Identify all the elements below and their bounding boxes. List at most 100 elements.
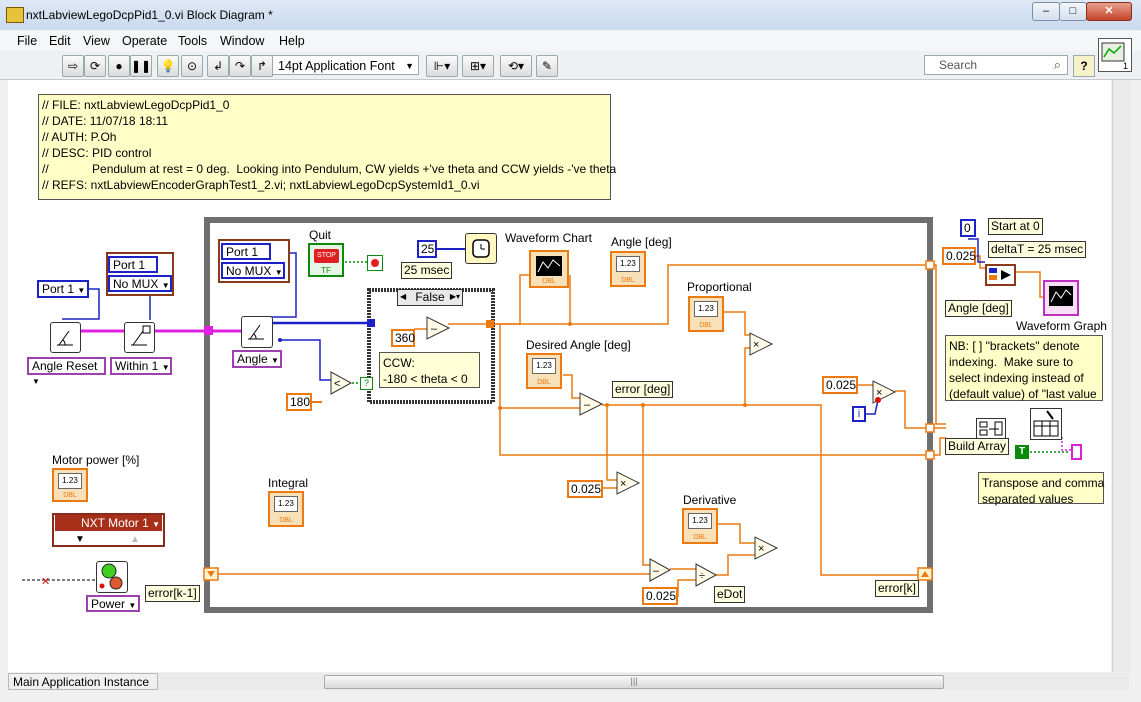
angle-reset-ring[interactable]: Angle Reset ▼ (27, 357, 106, 386)
proportional-control[interactable]: 1.23 DBL (688, 296, 724, 332)
mux-ring-within[interactable]: No MUX ▼ (108, 275, 172, 292)
integral-control[interactable]: 1.23 DBL (268, 491, 304, 527)
loop-condition-icon[interactable] (367, 255, 383, 271)
angle-deg-label: Angle [deg] (611, 235, 672, 249)
chevron-down-icon: ▼ (161, 281, 170, 290)
string-indicator-icon[interactable] (1071, 444, 1082, 460)
search-icon[interactable]: ⌕ (1053, 57, 1061, 72)
font-selector[interactable]: 14pt Application Font ▼ (272, 55, 419, 75)
vi-icon[interactable]: 1 (1098, 38, 1132, 72)
numeric-display: 1.23 (694, 301, 718, 317)
chevron-down-icon: ▼ (405, 61, 414, 71)
clean-up-diagram-icon[interactable]: ✎ (536, 55, 558, 77)
svg-text:×: × (876, 387, 882, 399)
svg-text:×: × (753, 339, 759, 351)
search-placeholder: Search (939, 58, 978, 72)
menu-operate[interactable]: Operate (122, 34, 168, 48)
derivative-control[interactable]: 1.23 DBL (682, 508, 718, 544)
align-objects-icon[interactable]: ⊩▾ (426, 55, 458, 77)
context-help-button[interactable]: ? (1073, 55, 1095, 77)
quit-button-terminal[interactable]: STOP TF (308, 243, 344, 277)
numeric-display: 1.23 (58, 473, 82, 489)
wait-timer-icon[interactable] (465, 233, 497, 264)
motor-ring-label: NXT Motor 1 (81, 516, 149, 530)
vertical-scrollbar[interactable] (1112, 80, 1130, 672)
retain-wire-values-icon[interactable]: ⊙ (181, 55, 203, 77)
dbl-tag: DBL (693, 534, 707, 541)
const-derivative-dt[interactable]: 0.025 (642, 587, 678, 605)
multiply-derivative-node (754, 536, 779, 560)
highlight-execution-icon[interactable]: 💡 (157, 55, 179, 77)
menu-bar: File Edit View Operate Tools Window Help (0, 31, 1141, 51)
iteration-terminal: i (852, 406, 866, 422)
build-array-node-icon[interactable] (976, 418, 1006, 440)
increment-arrow-icon[interactable]: ▲ (130, 534, 140, 545)
bundle-node-icon[interactable] (985, 264, 1016, 286)
menu-edit[interactable]: Edit (49, 34, 71, 48)
less-than-node (330, 371, 353, 395)
motor-power-node-icon[interactable] (96, 561, 128, 593)
const-integral-dt[interactable]: 0.025 (567, 480, 603, 498)
write-spreadsheet-icon[interactable] (1030, 408, 1062, 440)
run-arrow-icon[interactable]: ⇨ (62, 55, 84, 77)
menu-view[interactable]: View (83, 34, 110, 48)
menu-window[interactable]: Window (220, 34, 265, 48)
step-out-icon[interactable]: ↱ (251, 55, 273, 77)
waveform-chart-terminal[interactable]: DBL (529, 250, 569, 288)
desired-angle-control[interactable]: 1.23 DBL (526, 353, 562, 389)
angle-reset-sensor-icon[interactable] (50, 322, 81, 353)
power-ring[interactable]: Power ▼ (86, 595, 140, 612)
const-start[interactable]: 0 (960, 219, 976, 237)
within-sensor-icon[interactable] (124, 322, 155, 353)
const-time-dt[interactable]: 0.025 (822, 376, 858, 394)
mux-ring-angle[interactable]: No MUX ▼ (221, 262, 285, 279)
waveform-graph-label: Waveform Graph (1016, 319, 1107, 333)
chevron-down-icon: ▼ (32, 377, 40, 386)
within-ring[interactable]: Within 1 ▼ (110, 357, 172, 375)
dbl-tag: DBL (279, 517, 293, 524)
port-ring-reset[interactable]: Port 1 ▼ (37, 280, 89, 298)
multiply-integral-node (616, 471, 641, 495)
const-delta-t[interactable]: 0.025 (942, 247, 976, 265)
wait-constant[interactable]: 25 (417, 240, 437, 258)
chevron-right-icon[interactable]: ▶▾ (449, 292, 460, 301)
numeric-display: 1.23 (616, 256, 640, 272)
chevron-left-icon[interactable]: ◀ (400, 292, 407, 301)
chevron-down-icon: ▼ (161, 363, 170, 372)
menu-help[interactable]: Help (279, 34, 305, 48)
power-label: Power (91, 597, 126, 611)
pause-icon[interactable]: ❚❚ (130, 55, 152, 77)
step-into-icon[interactable]: ↲ (207, 55, 229, 77)
abort-icon[interactable]: ● (108, 55, 130, 77)
case-selector[interactable]: ◀ False ▶▾ (397, 289, 463, 306)
motor-ring[interactable]: NXT Motor 1 ▼ (55, 515, 162, 531)
angle-indicator[interactable]: 1.23 DBL (610, 251, 646, 287)
start-at-label: Start at 0 (988, 218, 1043, 235)
const-360[interactable]: 360 (391, 329, 415, 347)
proportional-label: Proportional (687, 280, 752, 294)
port-ring-angle[interactable]: Port 1 ▼ (221, 243, 271, 272)
menu-file[interactable]: File (17, 34, 38, 48)
labview-icon (6, 7, 24, 23)
reorder-icon[interactable]: ⟲▾ (500, 55, 532, 77)
decrement-arrow-icon[interactable]: ▼ (75, 534, 85, 545)
port-ring-within[interactable]: Port 1 ▼ (108, 256, 158, 285)
menu-tools[interactable]: Tools (178, 34, 208, 48)
scroll-thumb[interactable]: ||| (324, 675, 944, 689)
waveform-graph-terminal[interactable] (1043, 280, 1079, 316)
title-bar: nxtLabviewLegoDcpPid1_0.vi Block Diagram… (0, 0, 1141, 30)
close-button[interactable]: ✕ (1086, 2, 1132, 21)
motor-power-indicator[interactable]: 1.23 DBL (52, 468, 88, 502)
subtract-derivative-node (649, 558, 672, 582)
distribute-objects-icon[interactable]: ⊞▾ (462, 55, 494, 77)
horizontal-scrollbar[interactable]: ||| (158, 673, 1129, 690)
step-over-icon[interactable]: ↷ (229, 55, 251, 77)
delta-t-label: deltaT = 25 msec (988, 241, 1087, 258)
const-180[interactable]: 180 (286, 393, 312, 411)
angle-sensor-icon[interactable] (241, 316, 273, 348)
search-input[interactable]: Search ⌕ (924, 55, 1068, 75)
angle-deg-graph-label: Angle [deg] (945, 300, 1012, 317)
transpose-true-constant[interactable]: T (1015, 445, 1029, 459)
angle-ring[interactable]: Angle ▼ (232, 350, 282, 368)
run-continuously-icon[interactable]: ⟳ (84, 55, 106, 77)
